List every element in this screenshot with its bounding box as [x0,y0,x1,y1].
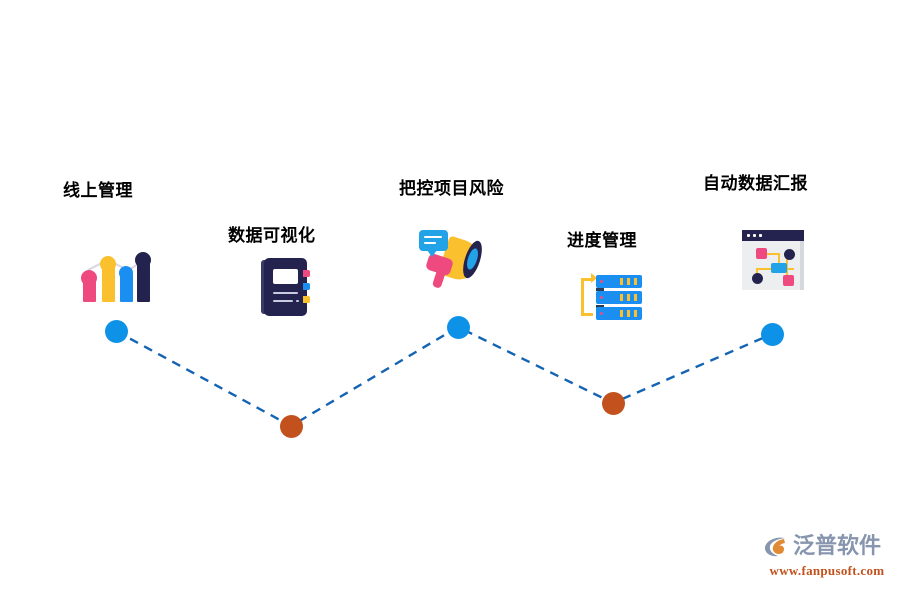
server-connector-1 [596,288,604,291]
megaphone-icon [419,228,486,290]
server-slot-3a [620,310,623,317]
server-slot-2c [634,294,637,301]
server-connector-2 [596,305,604,308]
notebook-tab-pink [303,270,310,277]
flow-node-center[interactable] [771,263,787,273]
step-label-3: 把控项目风险 [399,179,504,198]
fanpu-logo-icon [762,532,790,560]
server-led-1 [600,280,603,283]
window-dot-1-icon [747,234,750,237]
server-slot-3c [634,310,637,317]
step-label-1: 线上管理 [63,181,133,200]
step-label-2: 数据可视化 [228,226,316,245]
flow-node-navy-1[interactable] [784,249,795,260]
notebook-tab-yellow [303,296,310,303]
bar-chart-knob-3 [119,266,133,280]
server-rack-2 [596,291,642,304]
notebook-screen [273,269,298,284]
flow-window-icon [742,230,804,290]
notebook-text-line-2 [273,300,293,302]
bar-chart-knob-4 [135,252,151,268]
server-arrow-stem [581,278,584,316]
bar-chart-bar-3 [120,274,133,302]
server-led-3 [600,312,603,315]
step-label-4: 进度管理 [567,231,637,250]
flow-node-pink-2[interactable] [783,275,794,286]
bubble-line-1 [424,236,442,238]
node-dot-step-5[interactable] [760,322,784,346]
notebook-icon [261,258,310,316]
notebook-tab-blue [303,283,310,290]
notebook-text-line-1 [273,292,298,294]
server-led-2 [600,296,603,299]
server-arrow-head-icon [591,273,597,283]
node-dot-step-4[interactable] [601,391,625,415]
flow-edge-2 [778,253,780,269]
node-dot-step-2[interactable] [279,414,303,438]
window-dot-3-icon [759,234,762,237]
server-slot-1b [627,278,630,285]
server-slot-2a [620,294,623,301]
watermark-url-text: www.fanpusoft.com [769,563,885,578]
server-arrow-bottom [581,313,593,316]
server-rack-3 [596,307,642,320]
server-slot-1a [620,278,623,285]
flow-node-navy-2[interactable] [752,273,763,284]
bar-chart-icon [74,250,151,302]
flow-node-pink-1[interactable] [756,248,767,259]
flow-edge-7 [786,268,788,280]
watermark-brand-row: 泛普软件 [762,532,892,560]
bubble-line-2 [424,242,436,244]
server-slot-3b [627,310,630,317]
megaphone-speech-bubble [419,230,448,251]
watermark: 泛普软件 www.fanpusoft.com [762,532,892,588]
flow-window-titlebar [742,230,804,241]
server-rack-1 [596,275,642,288]
server-slot-1c [634,278,637,285]
flow-edge-1 [763,253,780,255]
flow-edge-3 [756,268,780,270]
watermark-brand-text: 泛普软件 [793,533,882,558]
node-dot-step-1[interactable] [104,319,128,343]
bar-chart-knob-1 [81,270,97,286]
node-dot-step-3[interactable] [446,315,470,339]
notebook-cover [264,258,307,316]
server-arrow-top [581,278,593,281]
server-slot-2b [627,294,630,301]
flow-edge-5 [786,268,794,270]
zigzag-path [115,325,773,428]
bar-chart-bar-4 [137,260,150,302]
bar-chart-bar-2 [102,264,115,302]
server-stack-icon [578,272,642,322]
bar-chart-knob-2 [100,256,116,272]
megaphone-bubble-tail [427,250,437,257]
step-label-5: 自动数据汇报 [703,174,808,193]
notebook-text-dot [296,300,299,302]
window-dot-2-icon [753,234,756,237]
flow-edge-6 [786,256,788,269]
flow-window-scrollbar[interactable] [800,241,804,290]
